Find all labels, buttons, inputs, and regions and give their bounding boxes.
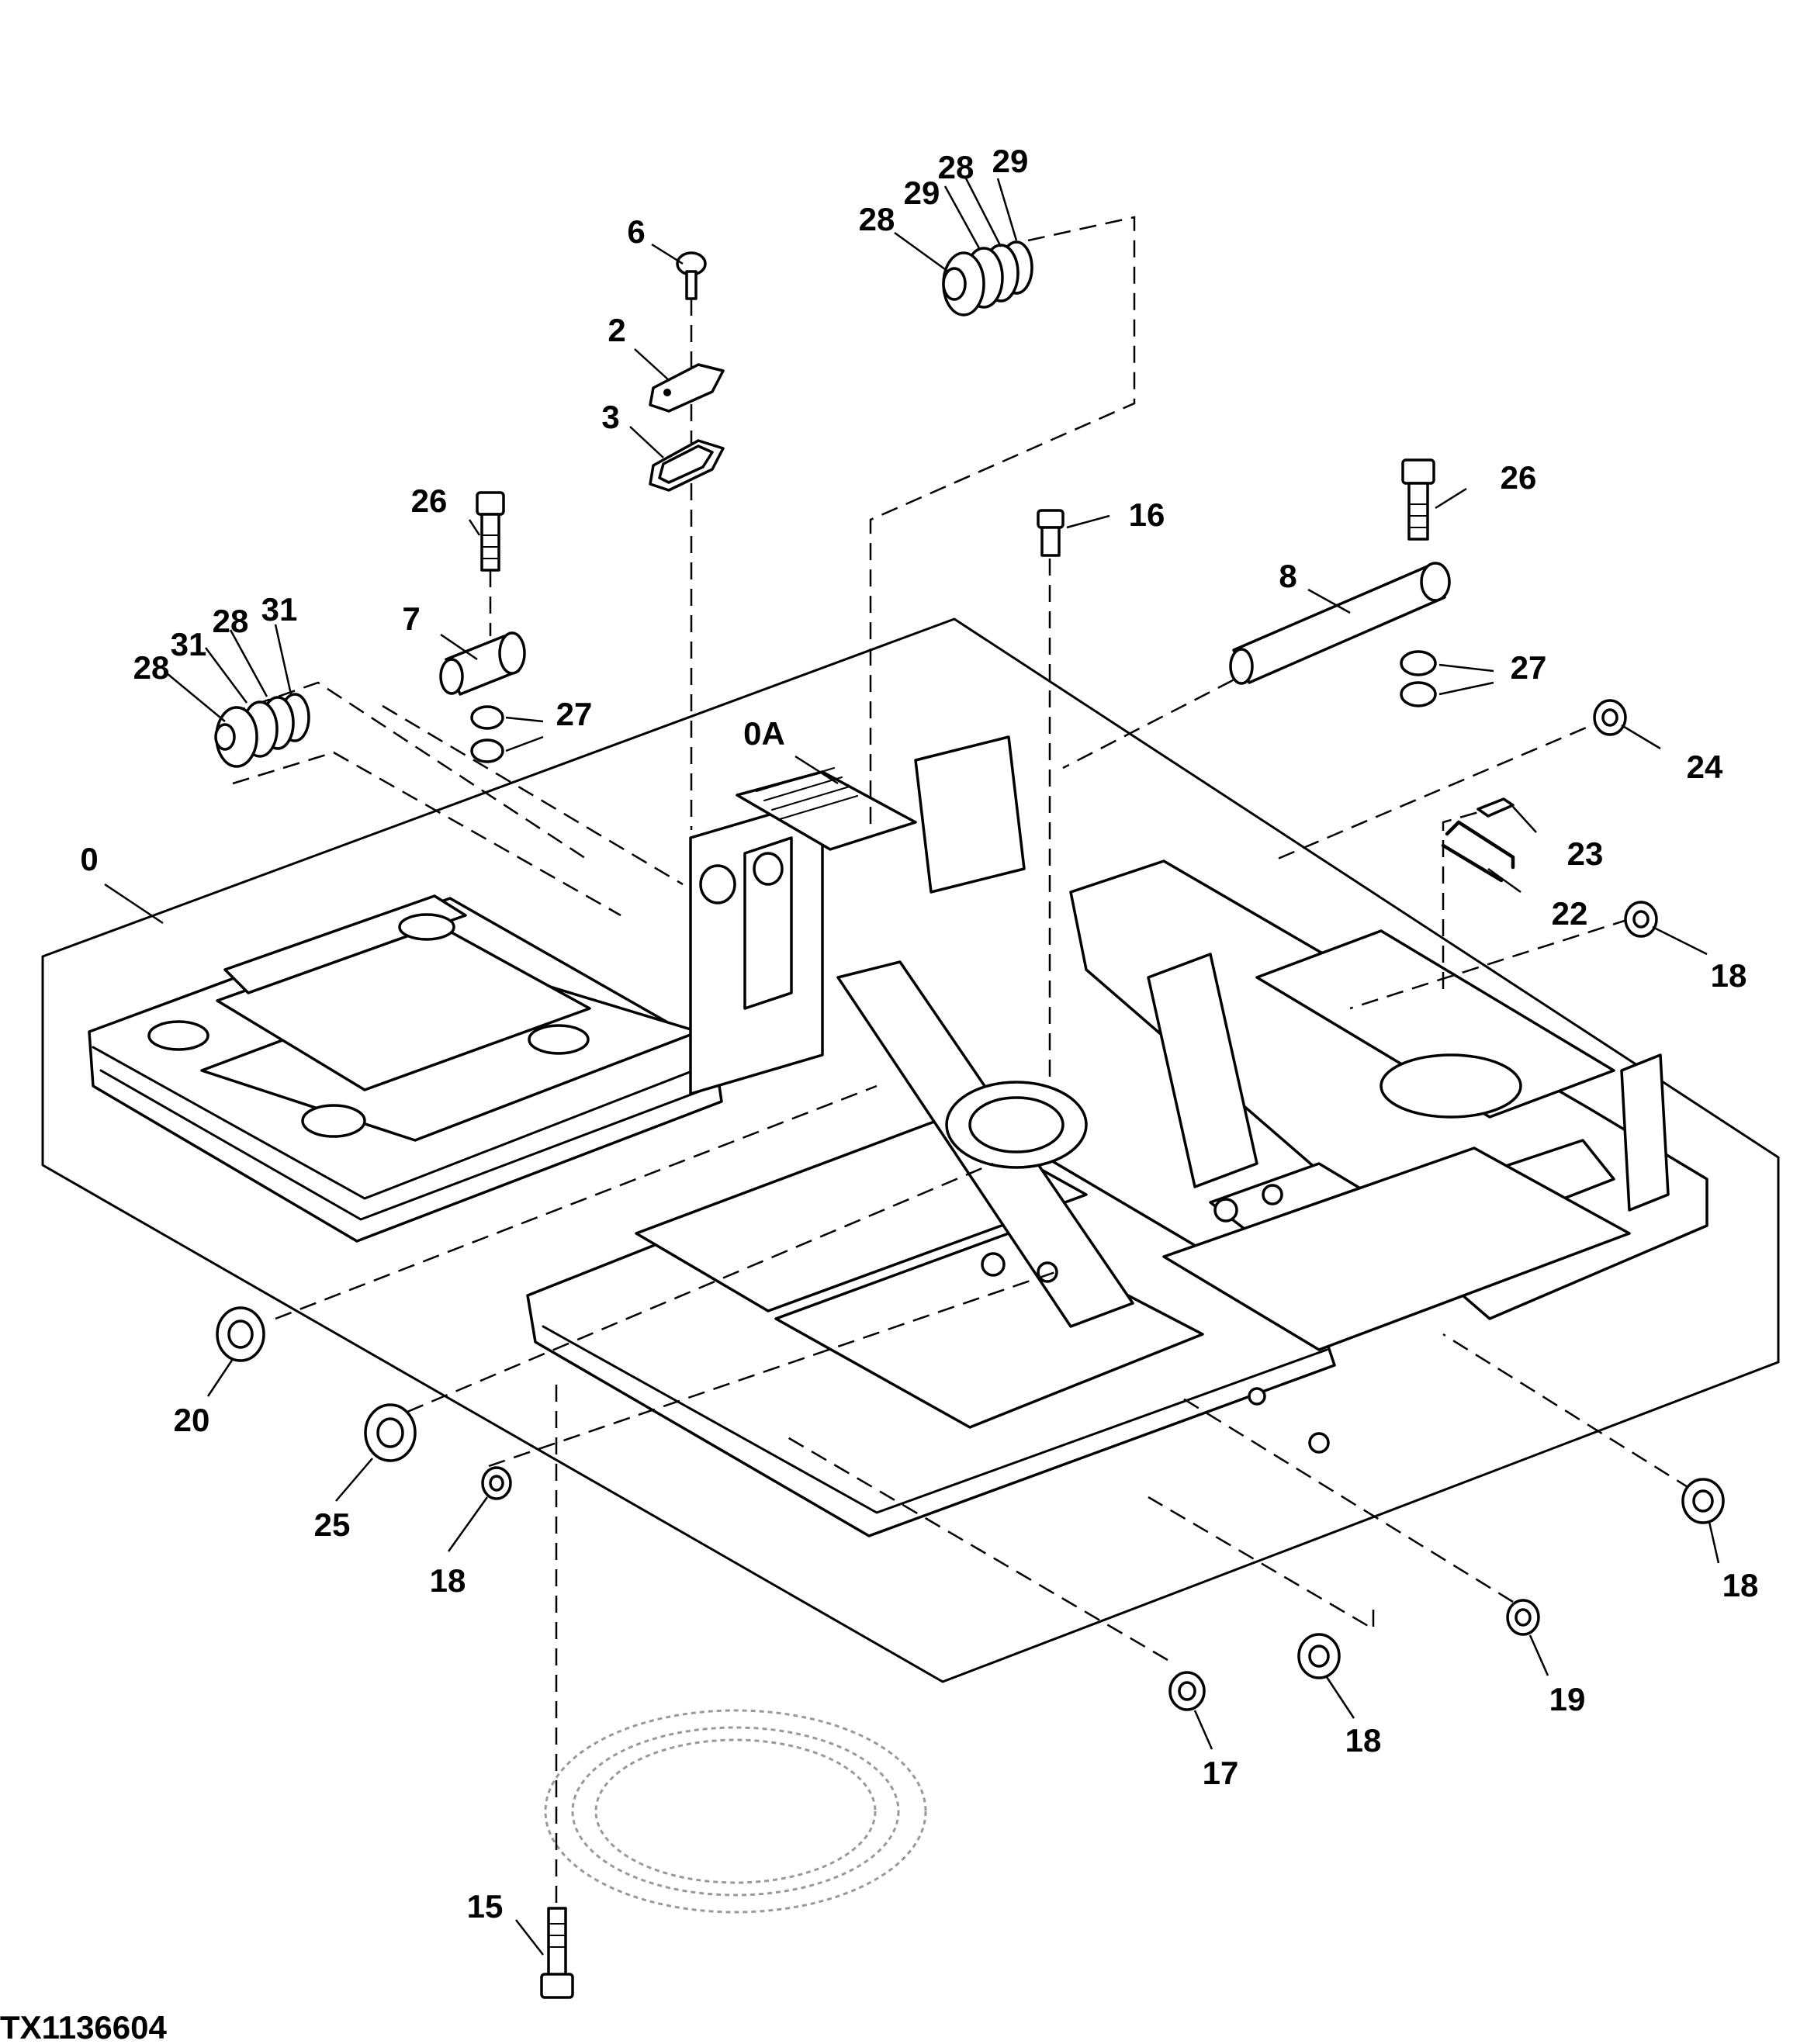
callout-18-bottom: 18 <box>1345 1722 1382 1759</box>
grommet-24 <box>1593 699 1627 736</box>
callout-6: 6 <box>627 213 645 250</box>
callout-24: 24 <box>1687 749 1723 785</box>
upper-frame-illustration <box>88 735 1708 1537</box>
frame-bounding-outline <box>41 617 1780 1683</box>
hardware-parts <box>214 240 1725 1999</box>
callout-17: 17 <box>1203 1755 1239 1791</box>
callout-7: 7 <box>402 600 420 637</box>
callout-28-left-inner: 28 <box>213 603 249 639</box>
callout-20: 20 <box>174 1402 210 1438</box>
plug-18-bottom <box>1297 1633 1341 1679</box>
callout-26-right: 26 <box>1501 459 1537 496</box>
plug-18-right-upper <box>1624 901 1658 938</box>
plug-17 <box>1168 1671 1206 1711</box>
bolt-26-right <box>1401 458 1435 541</box>
plug-16 <box>1037 509 1065 557</box>
callout-26-left: 26 <box>411 482 448 519</box>
shim-stack-top <box>942 240 1033 316</box>
plug-19 <box>1506 1599 1540 1636</box>
plug-18-left <box>481 1466 512 1500</box>
pin-7 <box>439 631 526 696</box>
callout-29-top-inner: 29 <box>904 175 940 211</box>
callout-19: 19 <box>1549 1681 1586 1717</box>
callout-31-left-inner: 31 <box>171 626 207 662</box>
shim-stack-left <box>214 693 310 768</box>
callout-3: 3 <box>601 399 619 435</box>
leader-lines <box>104 178 1720 1956</box>
nuts-27-left <box>470 705 504 763</box>
callout-23: 23 <box>1567 835 1604 872</box>
nuts-27-right <box>1400 650 1437 707</box>
callout-8: 8 <box>1279 558 1296 594</box>
clip-23 <box>1476 797 1515 818</box>
bolt-6 <box>676 251 707 300</box>
callout-31-left-outer: 31 <box>261 591 298 628</box>
callout-25: 25 <box>314 1506 351 1543</box>
pin-8 <box>1229 562 1451 685</box>
rod-22 <box>1441 820 1515 883</box>
callout-2: 2 <box>608 312 625 348</box>
callout-0A: 0A <box>743 715 785 752</box>
swing-bearing-ring <box>544 1709 927 1914</box>
callout-0: 0 <box>80 841 98 877</box>
callout-15: 15 <box>467 1888 504 1925</box>
callout-18-left: 18 <box>430 1562 466 1599</box>
callout-18-right-lower: 18 <box>1722 1567 1759 1603</box>
cover-plate-2 <box>649 363 725 413</box>
callout-16: 16 <box>1129 496 1165 533</box>
grommet-25 <box>364 1403 417 1462</box>
plug-18-right-lower <box>1681 1478 1725 1524</box>
callout-28-top-outer: 28 <box>859 201 895 237</box>
callout-labels: 0 0A 2 3 6 7 8 15 16 17 18 18 18 18 19 2… <box>80 143 1758 1925</box>
gasket-3 <box>649 439 725 492</box>
bolt-15 <box>540 1907 574 1999</box>
grommet-20 <box>216 1306 265 1362</box>
callout-27-right: 27 <box>1511 649 1547 686</box>
callout-18-right-upper: 18 <box>1711 957 1747 994</box>
callout-28-left-outer: 28 <box>133 649 170 686</box>
assembly-dash-lines <box>228 216 1692 1916</box>
callout-27-left: 27 <box>556 696 593 732</box>
callout-22: 22 <box>1552 895 1588 932</box>
figure-id: TX1136604 <box>0 2009 168 2044</box>
callout-28-top-inner: 28 <box>938 149 975 185</box>
bolt-26-left <box>476 491 505 572</box>
callout-29-top-outer: 29 <box>992 143 1029 179</box>
